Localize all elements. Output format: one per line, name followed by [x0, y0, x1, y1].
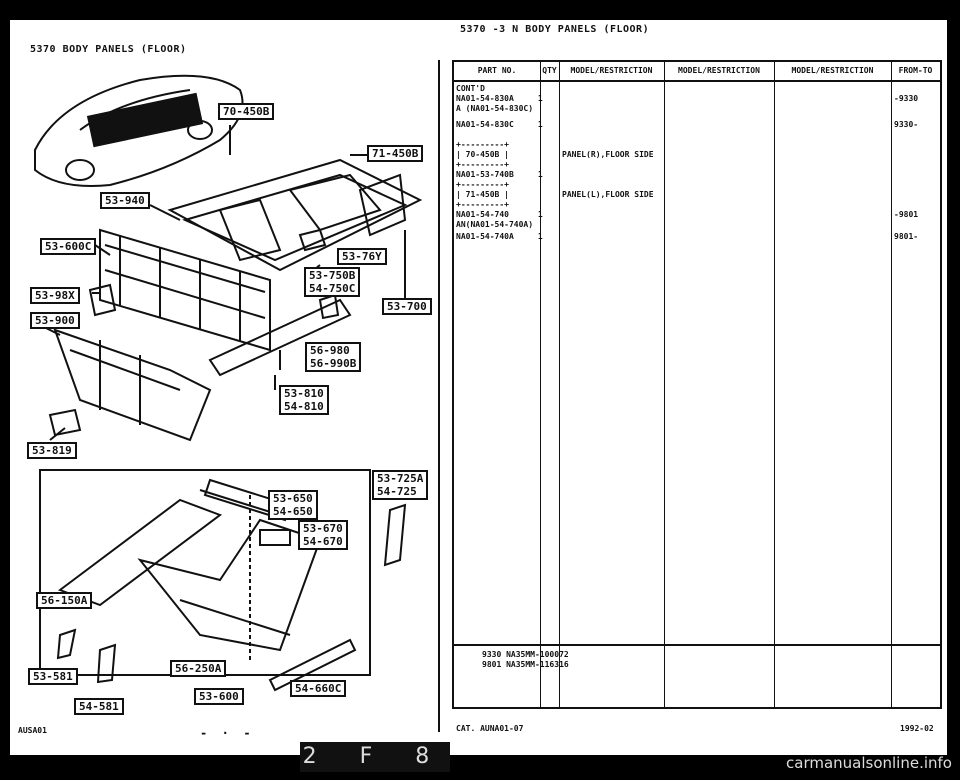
row-from-to: 9801- [894, 232, 919, 241]
row-from-to: -9330 [894, 94, 919, 103]
callout-53-700: 53-700 [382, 298, 432, 315]
page-marker: 2 F 8 [300, 742, 450, 772]
row-part: NA01-54-830C 1 [456, 120, 543, 129]
callout-56-250a: 56-250A [170, 660, 227, 677]
footer-dashes: - · - [200, 726, 251, 740]
callout-71-450b: 71-450B [367, 145, 424, 162]
callout-53-819: 53-819 [27, 442, 77, 459]
callout-53-581: 53-581 [28, 668, 78, 685]
page-divider [438, 60, 440, 732]
header-part-no: PART NO. [454, 62, 540, 82]
callout-54-660c: 54-660C [290, 680, 347, 697]
left-page-title: 5370 BODY PANELS (FLOOR) [30, 44, 187, 55]
callout-53-600c: 53-600C [40, 238, 97, 255]
parts-table: PART NO. QTY MODEL/RESTRICTION MODEL/RES… [452, 60, 942, 709]
row-model: PANEL(L),FLOOR SIDE [562, 190, 654, 199]
header-model-3: MODEL/RESTRICTION [774, 62, 891, 82]
table-notes: 9330 NA35MM-100072 9801 NA35MM-116316 [482, 650, 569, 669]
header-from-to: FROM-TO [891, 62, 940, 82]
callout-53-600: 53-600 [194, 688, 244, 705]
callout-56-150a: 56-150A [36, 592, 93, 609]
column-rule [774, 62, 775, 707]
row-from-to: 9330- [894, 120, 919, 129]
column-rule [540, 62, 541, 707]
callout-53-98x: 53-98X [30, 287, 80, 304]
row-part: +---------+ | 70-450B | +---------+ NA01… [456, 140, 543, 179]
notes-rule [454, 644, 940, 646]
callout-53-940: 53-940 [100, 192, 150, 209]
row-from-to: -9801 [894, 210, 919, 219]
callout-70-450b: 70-450B [218, 103, 275, 120]
callout-53-900: 53-900 [30, 312, 80, 329]
row-part: +---------+ | 71-450B | +---------+ NA01… [456, 180, 543, 229]
header-qty: QTY [540, 62, 559, 82]
footer-date: 1992-02 [900, 724, 934, 733]
catalog-page [10, 20, 947, 755]
row-part: NA01-54-740A 1 [456, 232, 543, 241]
row-part: CONT'D NA01-54-830A 1 A (NA01-54-830C) [456, 84, 543, 113]
footer-code: AUSA01 [18, 726, 47, 735]
column-rule [891, 62, 892, 707]
column-rule [664, 62, 665, 707]
row-model: PANEL(R),FLOOR SIDE [562, 150, 654, 159]
exploded-parts-diagram [34, 74, 423, 692]
footer-catalog: CAT. AUNA01-07 [456, 724, 524, 733]
callout-53-76y: 53-76Y [337, 248, 387, 265]
watermark: carmanualsonline.info [786, 754, 952, 772]
header-model-2: MODEL/RESTRICTION [664, 62, 774, 82]
callout-54-581: 54-581 [74, 698, 124, 715]
header-model-1: MODEL/RESTRICTION [559, 62, 664, 82]
right-page-title: 5370 -3 N BODY PANELS (FLOOR) [460, 24, 650, 35]
column-rule [559, 62, 560, 707]
